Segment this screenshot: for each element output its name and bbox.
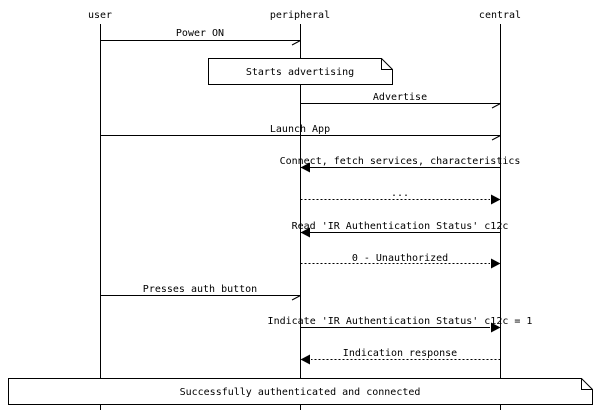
arrowhead-filled xyxy=(300,227,310,238)
message-unauthorized: 0 - Unauthorized xyxy=(300,253,501,269)
arrowhead-filled xyxy=(491,258,501,269)
note-final-label: Successfully authenticated and connected xyxy=(180,387,421,398)
message-indicate-status: Indicate 'IR Authentication Status' c12c… xyxy=(268,316,533,333)
message-power-on: Power ON xyxy=(100,28,301,46)
message-advertise: Advertise xyxy=(300,92,501,109)
message-launch-app: Launch App xyxy=(100,124,501,141)
message-connect-fetch-label: Connect, fetch services, characteristics xyxy=(280,156,521,167)
message-unauthorized-label: 0 - Unauthorized xyxy=(352,253,448,264)
note-advertising: Starts advertising xyxy=(208,58,393,85)
participant-central-label: central xyxy=(479,10,521,21)
message-power-on-label: Power ON xyxy=(176,28,224,39)
arrowhead-filled xyxy=(300,162,310,173)
message-launch-app-label: Launch App xyxy=(270,124,330,135)
message-presses-auth-label: Presses auth button xyxy=(143,284,257,295)
message-presses-auth: Presses auth button xyxy=(100,284,301,301)
participant-user-label: user xyxy=(88,10,112,21)
arrowhead-filled xyxy=(491,322,501,333)
message-connect-reply-label: ... xyxy=(391,188,409,199)
note-final: Successfully authenticated and connected xyxy=(8,378,593,405)
message-read-status-label: Read 'IR Authentication Status' c12c xyxy=(292,221,509,232)
message-indication-response: Indication response xyxy=(300,348,501,365)
message-read-status: Read 'IR Authentication Status' c12c xyxy=(292,221,509,238)
note-advertising-label: Starts advertising xyxy=(246,67,354,78)
message-indicate-status-label: Indicate 'IR Authentication Status' c12c… xyxy=(268,316,533,327)
message-indication-response-label: Indication response xyxy=(343,348,457,359)
message-connect-reply: ... xyxy=(300,188,501,205)
message-connect-fetch: Connect, fetch services, characteristics xyxy=(280,156,521,173)
message-advertise-label: Advertise xyxy=(373,92,427,103)
arrowhead-filled xyxy=(300,354,310,365)
arrowhead-filled xyxy=(491,194,501,205)
participant-peripheral-label: peripheral xyxy=(270,10,330,21)
